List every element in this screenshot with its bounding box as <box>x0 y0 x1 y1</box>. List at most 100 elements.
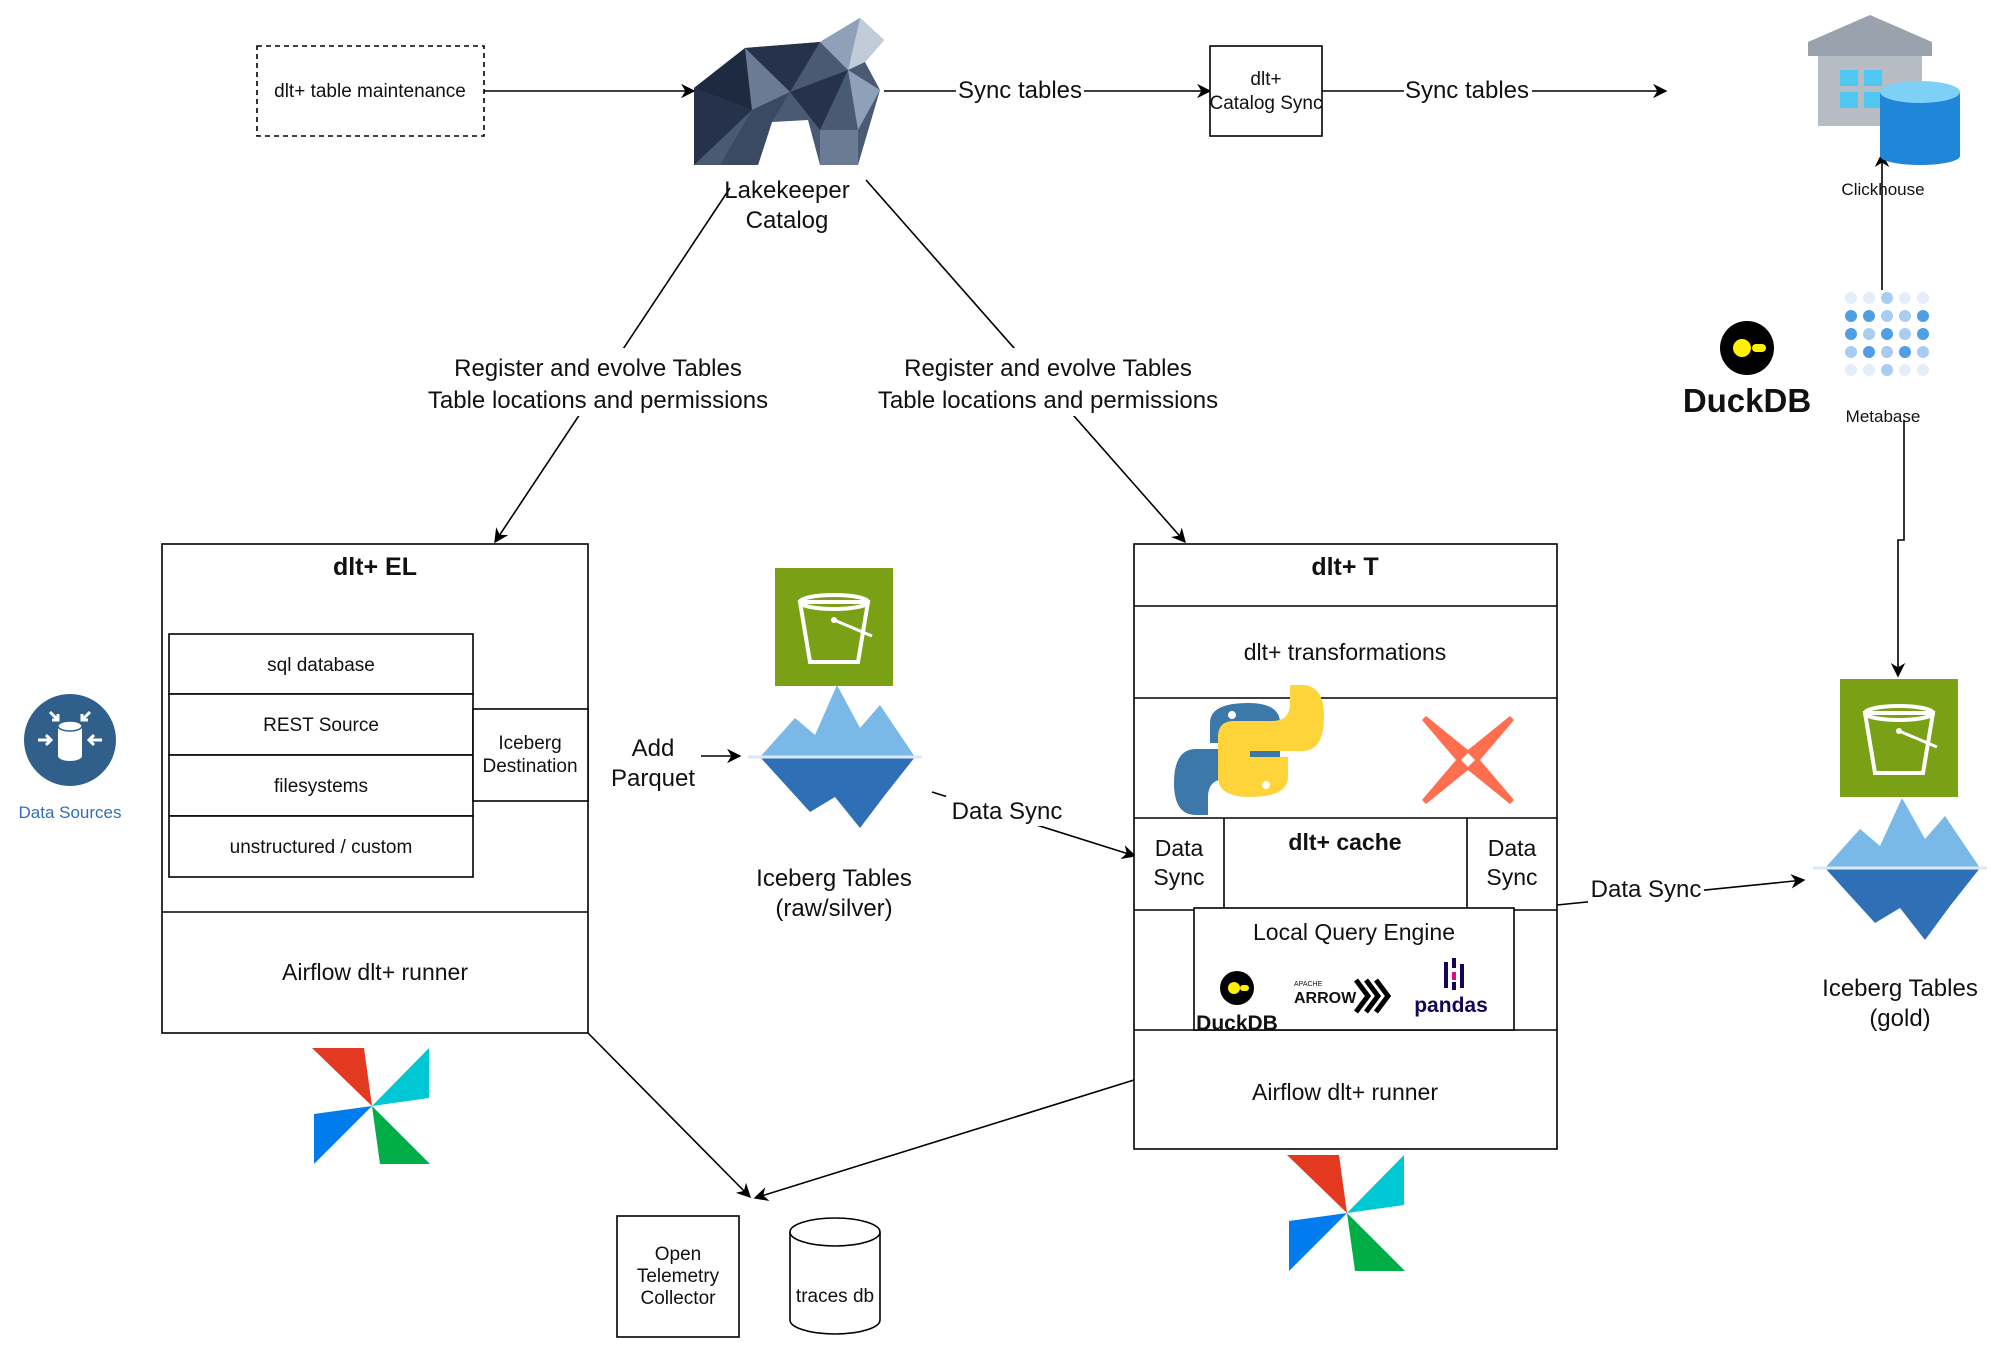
t-engine-duckdb: DuckDB <box>1196 1012 1278 1035</box>
s3-bucket-icon <box>775 568 893 686</box>
table-maintenance-node: dlt+ table maintenance <box>256 45 485 137</box>
pandas-logo: pandas <box>1414 958 1488 1017</box>
el-destination-2: Destination <box>482 756 577 777</box>
table-maintenance-label: dlt+ table maintenance <box>274 81 466 102</box>
metabase-dot <box>1863 328 1875 340</box>
metabase-dot <box>1881 328 1893 340</box>
metabase-dot <box>1863 310 1875 322</box>
edge-labels: Sync tables Sync tables Register and evo… <box>412 76 1704 904</box>
t-transformations: dlt+ transformations <box>1244 639 1447 665</box>
iceberg-gold-label-2: (gold) <box>1869 1005 1930 1032</box>
iceberg-raw-label-2: (raw/silver) <box>775 895 892 922</box>
airflow-pinwheel-icon <box>312 1048 430 1164</box>
duckdb-small-logo: DuckDB <box>1196 971 1278 1035</box>
t-data-sync-right-2: Sync <box>1486 864 1537 890</box>
database-cylinder-icon <box>1880 81 1960 165</box>
metabase-dot <box>1845 328 1857 340</box>
iceberg-icon <box>748 685 922 828</box>
el-title: dlt+ EL <box>333 553 417 581</box>
t-cache: dlt+ cache <box>1288 829 1401 855</box>
metabase-dot <box>1917 346 1929 358</box>
el-source-rest: REST Source <box>263 715 379 736</box>
el-box: dlt+ EL sql database REST Source filesys… <box>161 543 589 1034</box>
traces-db-node: traces db <box>789 1217 881 1335</box>
airflow-pinwheel-icon <box>1287 1155 1405 1271</box>
metabase-dot <box>1845 346 1857 358</box>
metabase-dot <box>1899 310 1911 322</box>
catalog-sync-node: dlt+ Catalog Sync <box>1209 45 1323 137</box>
lakekeeper-node: Lakekeeper Catalog <box>694 18 884 234</box>
bear-logo <box>694 18 884 165</box>
edge-label-register-right-2: Table locations and permissions <box>878 387 1218 414</box>
metabase-dot <box>1845 310 1857 322</box>
lakekeeper-label-1: Lakekeeper <box>724 177 849 204</box>
metabase-node: Metabase <box>1845 292 1929 426</box>
data-sources-label: Data Sources <box>19 803 122 822</box>
clickhouse-label: Clickhouse <box>1841 180 1924 199</box>
lakekeeper-label-2: Catalog <box>746 207 829 234</box>
edge-label-add: Add <box>632 735 675 762</box>
el-source-sql: sql database <box>267 655 375 676</box>
iceberg-raw-label-1: Iceberg Tables <box>756 865 912 892</box>
el-runner: Airflow dlt+ runner <box>282 959 468 985</box>
el-destination-1: Iceberg <box>498 733 561 754</box>
clickhouse-node: Clickhouse <box>1808 15 1960 199</box>
t-engine-arrow-top: APACHE <box>1294 981 1323 988</box>
metabase-dot <box>1899 328 1911 340</box>
edge-label-data-sync-2: Data Sync <box>1591 876 1702 903</box>
metabase-dot <box>1845 292 1857 304</box>
t-engine-arrow: ARROW <box>1294 990 1357 1007</box>
edge-label-register-left-1: Register and evolve Tables <box>454 355 742 382</box>
data-sources-node: Data Sources <box>19 694 122 822</box>
metabase-dot <box>1881 310 1893 322</box>
metabase-dot <box>1863 364 1875 376</box>
metabase-dot <box>1863 346 1875 358</box>
metabase-dot <box>1881 364 1893 376</box>
duckdb-label: DuckDB <box>1683 382 1811 419</box>
metabase-dot <box>1899 346 1911 358</box>
metabase-dot <box>1899 292 1911 304</box>
traces-db-label: traces db <box>796 1286 874 1307</box>
metabase-dot <box>1917 364 1929 376</box>
edge-label-data-sync-1: Data Sync <box>952 798 1063 825</box>
edge-label-parquet: Parquet <box>611 765 695 792</box>
iceberg-raw-node: Iceberg Tables (raw/silver) <box>748 568 922 922</box>
metabase-dot <box>1845 364 1857 376</box>
s3-bucket-icon <box>1840 679 1958 797</box>
edge-metabase-to-gold <box>1890 420 1906 678</box>
edge-label-sync-tables-1: Sync tables <box>958 77 1082 104</box>
t-data-sync-left-1: Data <box>1155 835 1204 861</box>
el-source-filesystems: filesystems <box>274 776 368 797</box>
metabase-dot <box>1881 346 1893 358</box>
metabase-label: Metabase <box>1846 407 1921 426</box>
t-data-sync-right-1: Data <box>1488 835 1537 861</box>
t-runner: Airflow dlt+ runner <box>1252 1079 1438 1105</box>
iceberg-gold-node: Iceberg Tables (gold) <box>1813 679 1987 1032</box>
el-source-unstructured: unstructured / custom <box>230 837 413 858</box>
metabase-dot <box>1917 292 1929 304</box>
metabase-dot <box>1917 328 1929 340</box>
catalog-sync-label-2: Catalog Sync <box>1209 93 1322 114</box>
metabase-dot <box>1863 292 1875 304</box>
python-logo <box>1174 685 1324 815</box>
t-data-sync-left-2: Sync <box>1153 864 1204 890</box>
t-title: dlt+ T <box>1311 553 1378 581</box>
dbt-logo <box>1422 716 1514 804</box>
duckdb-standalone: DuckDB <box>1683 321 1811 419</box>
edge-el-to-otel <box>587 1032 752 1199</box>
metabase-dot <box>1917 310 1929 322</box>
arrow-logo: APACHE ARROW <box>1294 978 1392 1014</box>
metabase-dot <box>1881 292 1893 304</box>
metabase-logo <box>1845 292 1929 376</box>
otel-label-3: Collector <box>641 1288 717 1309</box>
edge-label-register-left-2: Table locations and permissions <box>428 387 768 414</box>
metabase-dot <box>1899 364 1911 376</box>
otel-label-1: Open <box>655 1244 701 1265</box>
edge-t-to-otel <box>753 1079 1135 1202</box>
t-local-query-engine: Local Query Engine <box>1253 919 1455 945</box>
catalog-sync-label-1: dlt+ <box>1250 69 1281 90</box>
iceberg-gold-label-1: Iceberg Tables <box>1822 975 1978 1002</box>
otel-label-2: Telemetry <box>637 1266 720 1287</box>
